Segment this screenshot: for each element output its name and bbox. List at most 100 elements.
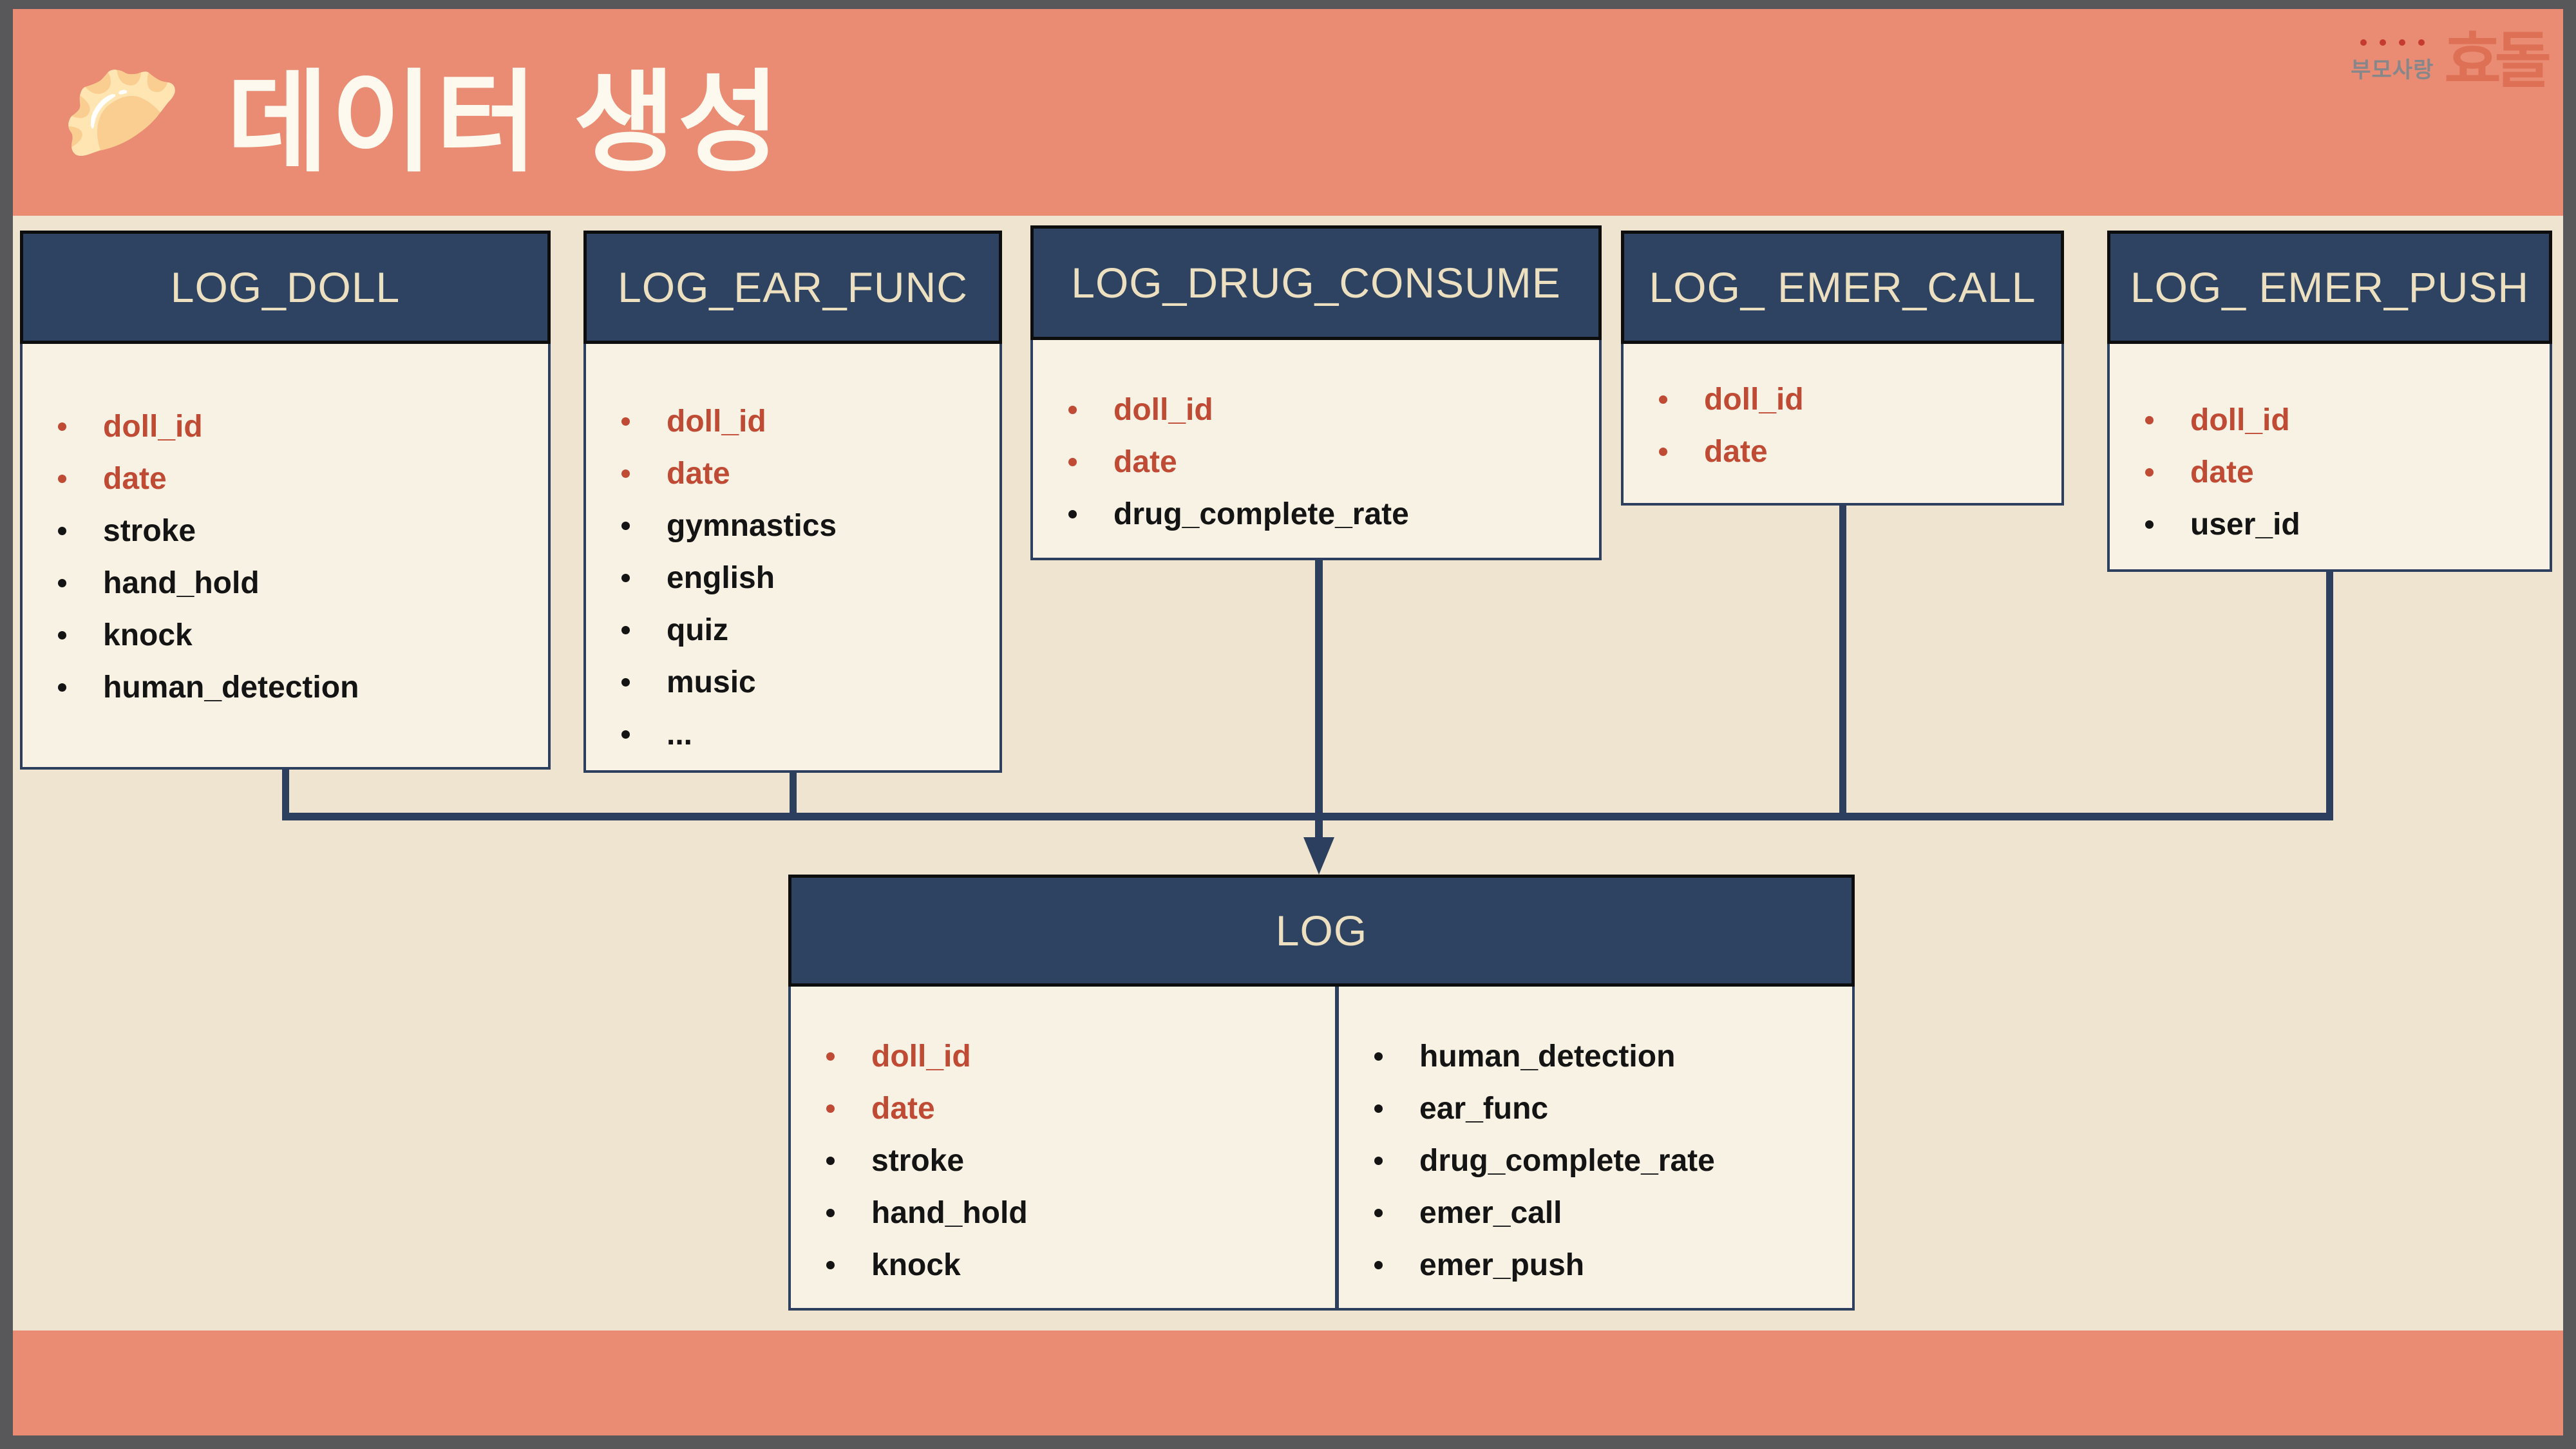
- field-item: hand_hold: [58, 557, 548, 609]
- field-item: ...: [621, 708, 999, 761]
- field-label: date: [103, 462, 167, 496]
- field-label: music: [667, 665, 756, 699]
- field-label: date: [1113, 445, 1177, 479]
- field-item: human_detection: [58, 661, 548, 714]
- field-item: date: [1659, 426, 2061, 478]
- bullet-icon: [826, 1104, 835, 1113]
- page-title: 데이터 생성: [226, 61, 782, 185]
- field-label: date: [2190, 455, 2254, 489]
- field-label: knock: [103, 618, 193, 652]
- bullet-icon: [2145, 416, 2154, 424]
- bullet-icon: [621, 574, 630, 582]
- logo-brand: 효돌: [2444, 26, 2552, 95]
- bullet-icon: [1659, 448, 1667, 456]
- field-item: emer_call: [1374, 1187, 1852, 1239]
- logo-dot-icon: [2418, 39, 2425, 46]
- field-item: date: [58, 453, 548, 505]
- field-label: english: [667, 561, 775, 595]
- field-item: quiz: [621, 604, 999, 656]
- connector-log-emer-push: [2326, 570, 2333, 818]
- field-label: date: [871, 1092, 935, 1126]
- arrow-down-icon: [1303, 837, 1334, 875]
- bullet-icon: [621, 522, 630, 530]
- bullet-icon: [826, 1261, 835, 1269]
- field-item: drug_complete_rate: [1068, 488, 1599, 540]
- field-item: doll_id: [2145, 394, 2550, 446]
- table-title: LOG_ EMER_CALL: [1649, 263, 2036, 311]
- field-item: knock: [58, 609, 548, 661]
- logo-subtitle: 부모사랑: [2351, 57, 2434, 82]
- field-item: english: [621, 552, 999, 604]
- field-item: doll_id: [826, 1030, 1335, 1083]
- bullet-icon: [621, 730, 630, 739]
- connector-log-drug-consume: [1315, 559, 1323, 841]
- field-item: ear_func: [1374, 1083, 1852, 1135]
- table-header: LOG: [788, 875, 1855, 987]
- brand-logo: 부모사랑 효돌: [2351, 26, 2552, 95]
- field-label: doll_id: [2190, 403, 2290, 437]
- table-header: LOG_EAR_FUNC: [583, 231, 1002, 344]
- slide-header: 🥟 데이터 생성: [61, 9, 782, 216]
- field-label: stroke: [103, 514, 196, 548]
- logo-dots-icon: [2360, 39, 2425, 46]
- field-label: hand_hold: [871, 1196, 1028, 1230]
- logo-subtitle-block: 부모사랑: [2351, 39, 2434, 84]
- field-item: emer_push: [1374, 1239, 1852, 1291]
- table-title: LOG_DOLL: [170, 263, 401, 311]
- field-item: knock: [826, 1239, 1335, 1291]
- field-item: date: [826, 1083, 1335, 1135]
- bullet-icon: [1659, 395, 1667, 404]
- field-item: music: [621, 656, 999, 708]
- field-label: drug_complete_rate: [1419, 1144, 1715, 1178]
- bullet-icon: [826, 1052, 835, 1061]
- dumpling-emoji: 🥟: [61, 58, 182, 167]
- field-label: user_id: [2190, 507, 2300, 542]
- bullet-icon: [1068, 406, 1077, 414]
- field-item: date: [2145, 446, 2550, 498]
- bullet-icon: [826, 1157, 835, 1165]
- table-title: LOG: [1275, 907, 1368, 954]
- table-header: LOG_DOLL: [20, 231, 551, 344]
- field-item: doll_id: [1068, 384, 1599, 436]
- bullet-icon: [1374, 1157, 1383, 1165]
- bullet-icon: [58, 683, 66, 692]
- bottom-banner: [13, 1331, 2563, 1435]
- field-item: human_detection: [1374, 1030, 1852, 1083]
- bullet-icon: [1374, 1261, 1383, 1269]
- field-item: gymnastics: [621, 500, 999, 552]
- bullet-icon: [826, 1209, 835, 1217]
- logo-dot-icon: [2360, 39, 2367, 46]
- field-label: date: [667, 457, 730, 491]
- field-item: doll_id: [58, 401, 548, 453]
- table-title: LOG_ EMER_PUSH: [2130, 263, 2530, 311]
- field-item: drug_complete_rate: [1374, 1135, 1852, 1187]
- bullet-icon: [621, 469, 630, 478]
- field-label: drug_complete_rate: [1113, 497, 1409, 531]
- field-label: hand_hold: [103, 566, 260, 600]
- field-label: doll_id: [667, 404, 766, 439]
- bullet-icon: [1068, 458, 1077, 466]
- field-item: doll_id: [1659, 374, 2061, 426]
- top-banner: [13, 9, 2563, 216]
- field-item: stroke: [58, 505, 548, 557]
- field-label: doll_id: [871, 1039, 971, 1074]
- field-item: date: [1068, 436, 1599, 488]
- logo-dot-icon: [2379, 39, 2386, 46]
- field-label: ...: [667, 717, 693, 752]
